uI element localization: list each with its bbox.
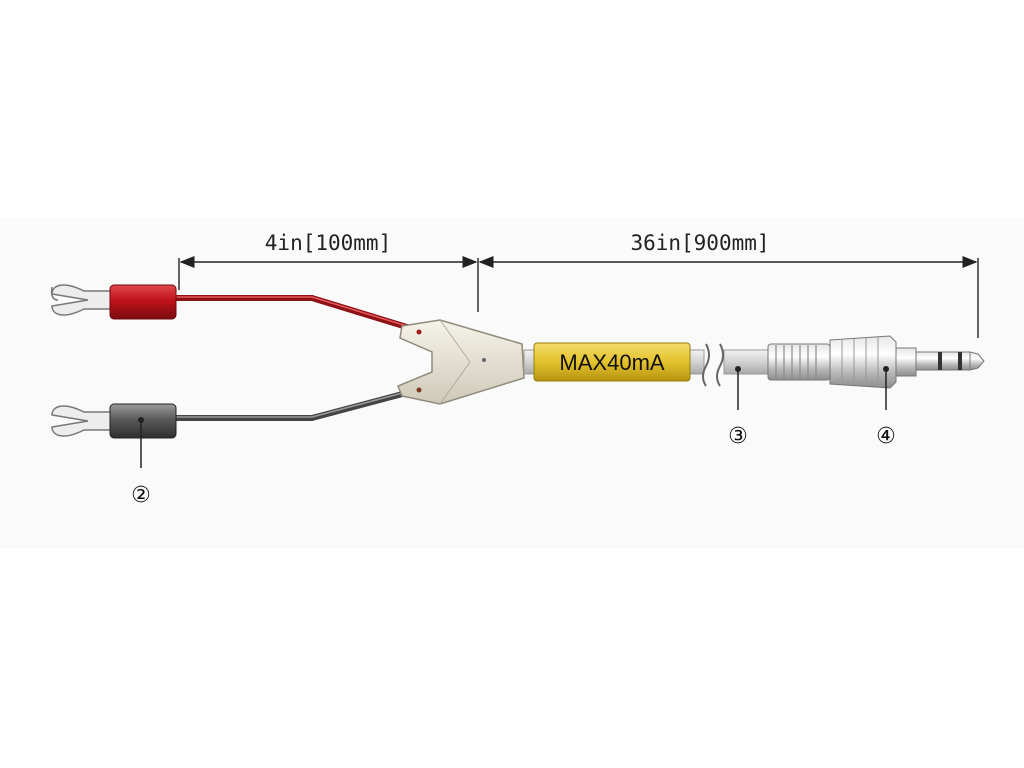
audio-plug xyxy=(767,335,985,389)
plug-grip xyxy=(841,337,879,387)
label-text: MAX40mA xyxy=(559,350,664,375)
dimension-lines: 4in[100mm] 36in[900mm] xyxy=(178,231,979,338)
callout-2: 2 ② xyxy=(131,417,151,508)
break-mark-right xyxy=(716,343,724,387)
spade-terminal-grey xyxy=(51,405,117,437)
splitter-dot-top xyxy=(416,329,422,335)
plug-strain-relief xyxy=(767,343,831,381)
label-band xyxy=(533,342,691,382)
grey-lead xyxy=(51,389,413,439)
red-wire-highlight xyxy=(175,296,411,328)
current-label: MAX40mA xyxy=(533,342,691,382)
plug-tip xyxy=(969,351,985,371)
splitter xyxy=(397,319,525,405)
grey-wire-highlight xyxy=(175,390,411,418)
callout-3: 3 ③ xyxy=(728,366,748,449)
callout-3-glyph: ③ xyxy=(728,424,748,449)
plug-insulator-1 xyxy=(938,352,942,370)
splitter-dot-bottom xyxy=(416,387,422,393)
red-wire xyxy=(172,295,413,331)
plug-insulator-2 xyxy=(958,352,962,370)
plug-ribs xyxy=(775,345,817,379)
grey-wire xyxy=(172,389,413,421)
dim-label-long: 36in[900mm] xyxy=(630,231,769,255)
plug-body xyxy=(829,335,897,389)
callout-2-glyph: ② xyxy=(131,483,151,508)
dim-label-short: 4in[100mm] xyxy=(265,231,391,255)
spade-terminal-red xyxy=(50,284,117,316)
splitter-dot-center xyxy=(482,358,486,362)
callout-4-glyph: ④ xyxy=(876,424,896,449)
break-mark-left xyxy=(702,343,710,387)
red-sleeve xyxy=(109,284,177,320)
callout-4: 4 ④ xyxy=(876,366,896,449)
plug-collar xyxy=(895,347,917,377)
red-lead xyxy=(50,284,413,331)
